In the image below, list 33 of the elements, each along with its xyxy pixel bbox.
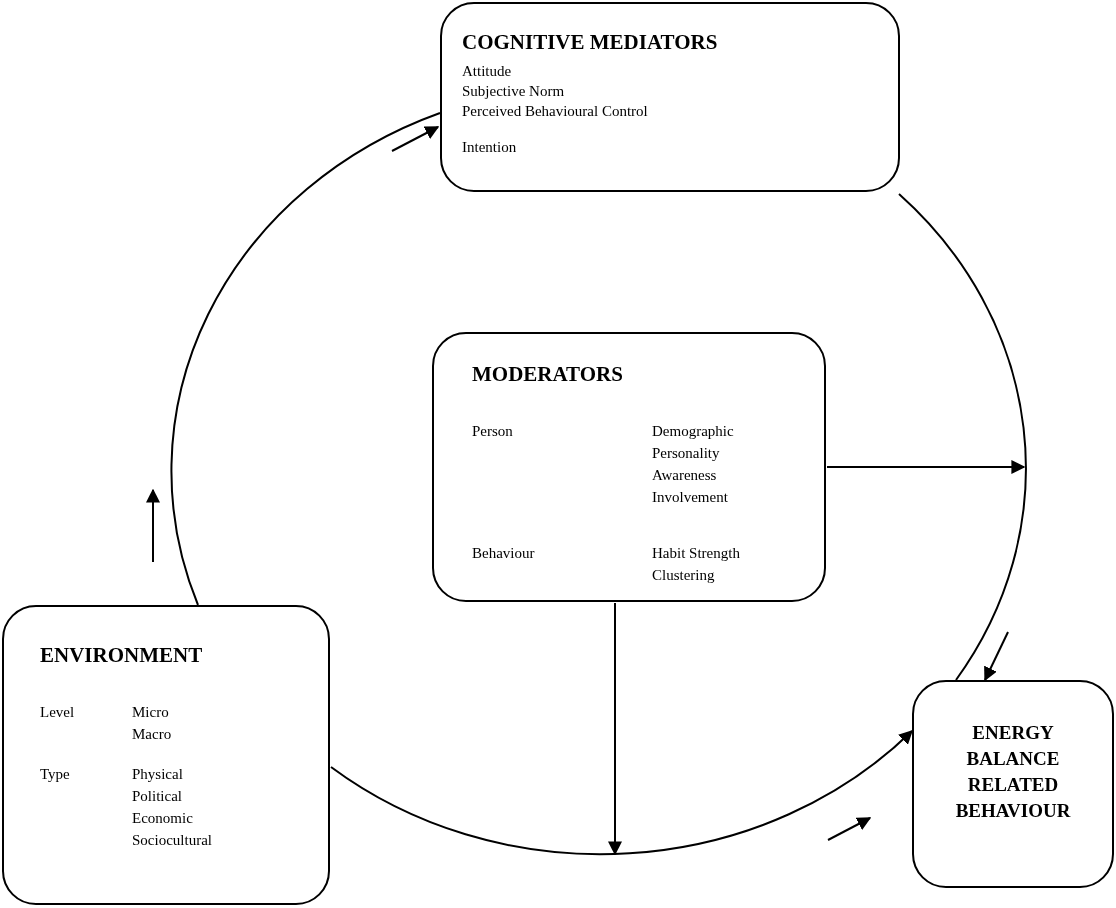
list-item: Economic <box>132 809 193 827</box>
list-item: Micro <box>132 703 169 721</box>
arrow <box>826 460 1026 474</box>
list-item: Attitude <box>462 62 512 80</box>
arrow <box>608 602 622 856</box>
list-item: Physical <box>132 765 183 783</box>
connector-line <box>170 112 441 606</box>
list-item: Level <box>40 703 75 721</box>
list-item: Demographic <box>652 422 734 440</box>
list-item: Political <box>132 787 182 805</box>
rounded-box <box>912 680 1114 888</box>
list-item: Macro <box>132 725 172 743</box>
list-item: Subjective Norm <box>462 82 565 100</box>
list-item: Involvement <box>652 488 728 506</box>
list-item: Person <box>472 422 513 440</box>
list-item: Sociocultural <box>132 831 212 849</box>
connector-line <box>898 193 1027 681</box>
rounded-box <box>440 2 900 192</box>
rounded-box <box>2 605 330 905</box>
arrow <box>330 730 914 855</box>
list-item: Type <box>40 765 70 783</box>
list-item: Intention <box>462 138 517 156</box>
box-title: COGNITIVE MEDIATORS <box>462 30 718 54</box>
box-title: ENERGY BALANCE RELATED BEHAVIOUR <box>954 721 1072 823</box>
box-title: MODERATORS <box>472 362 623 386</box>
list-item: Clustering <box>652 566 715 584</box>
list-item: Behaviour <box>472 544 535 562</box>
list-item: Habit Strength <box>652 544 740 562</box>
list-item: Perceived Behavioural Control <box>462 102 648 120</box>
list-item: Personality <box>652 444 720 462</box>
rounded-box <box>432 332 826 602</box>
box-title: ENVIRONMENT <box>40 643 203 667</box>
list-item: Awareness <box>652 466 717 484</box>
